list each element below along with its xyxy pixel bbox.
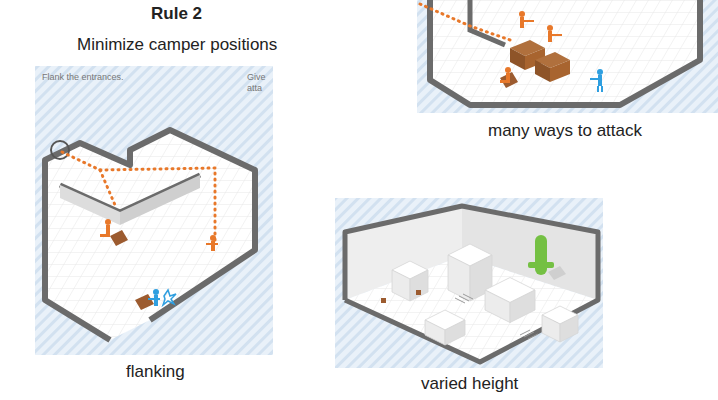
image-caption: many ways to attack bbox=[488, 121, 642, 141]
image-note: Flank the entrances. bbox=[42, 72, 124, 83]
image-note: atta bbox=[247, 83, 262, 94]
slide-title: Rule 2 bbox=[151, 4, 202, 24]
attack-map bbox=[417, 0, 718, 113]
flanking-map bbox=[35, 66, 273, 355]
image-caption: varied height bbox=[421, 374, 518, 394]
image-note: Give bbox=[247, 72, 266, 83]
image-caption: flanking bbox=[126, 362, 185, 382]
slide-subtitle: Minimize camper positions bbox=[77, 35, 277, 55]
height-map bbox=[335, 198, 603, 368]
